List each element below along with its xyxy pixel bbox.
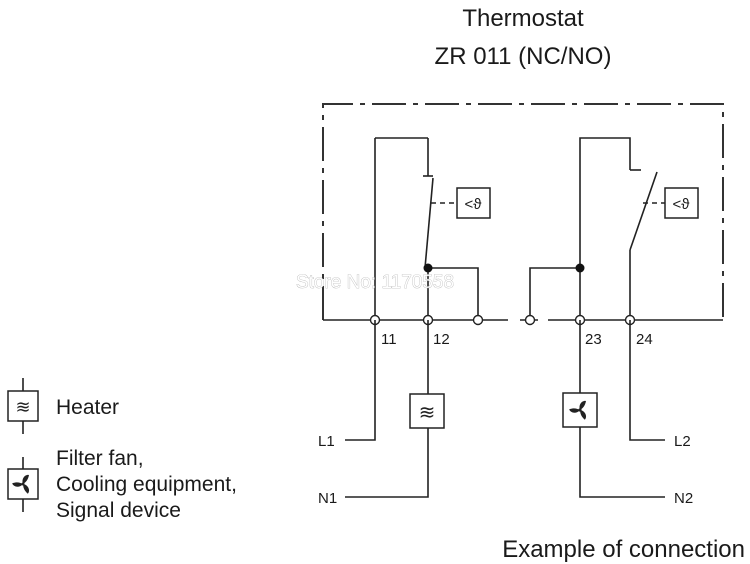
no-sensor-box <box>664 187 699 219</box>
nc-junction-dot <box>423 263 433 273</box>
n1-wire <box>345 428 429 498</box>
no-common-wire <box>579 137 631 320</box>
thermostat-housing <box>322 103 724 320</box>
legend-fan-label-line2: Cooling equipment, <box>56 473 237 496</box>
legend-heater-box <box>7 390 39 422</box>
n2-wire <box>579 427 665 498</box>
terminal-label-12: 12 <box>433 331 450 348</box>
legend-fan-label-line3: Signal device <box>56 499 181 522</box>
diagram-title-line1: Thermostat <box>462 5 584 32</box>
label-l2: L2 <box>674 433 691 450</box>
diagram-caption: Example of connection <box>502 536 745 563</box>
legend-heater-label: Heater <box>56 396 119 419</box>
terminal-bridge-right <box>524 314 536 326</box>
l2-wire <box>629 320 665 441</box>
terminal-label-11: 11 <box>381 331 397 348</box>
label-n1: N1 <box>318 490 337 507</box>
label-l1: L1 <box>318 433 335 450</box>
l1-wire <box>345 320 376 441</box>
no-bridge-wire <box>529 267 580 320</box>
nc-switch-blade <box>424 177 434 269</box>
label-n2: N2 <box>674 490 693 507</box>
thermal-sensor-icon: <ϑ <box>673 196 691 213</box>
thermal-sensor-icon: <ϑ <box>465 196 483 213</box>
fan-icon <box>12 474 30 494</box>
legend-fan-label-line1: Filter fan, <box>56 447 144 470</box>
terminal-label-23: 23 <box>585 331 602 348</box>
terminal-label-24: 24 <box>636 331 653 348</box>
fan-icon <box>569 400 587 420</box>
no-junction-dot <box>575 263 585 273</box>
nc-sensor-box <box>456 187 491 219</box>
nc-bridge-wire <box>428 267 479 320</box>
heater-icon: ≋ <box>15 397 30 418</box>
heater-icon: ≋ <box>419 400 436 424</box>
no-switch-blade <box>629 171 658 251</box>
heater-box <box>409 393 445 429</box>
store-watermark: Store No: 1170558 <box>296 272 454 293</box>
terminal-bridge-left <box>472 314 484 326</box>
diagram-title-line2: ZR 011 (NC/NO) <box>435 43 612 70</box>
